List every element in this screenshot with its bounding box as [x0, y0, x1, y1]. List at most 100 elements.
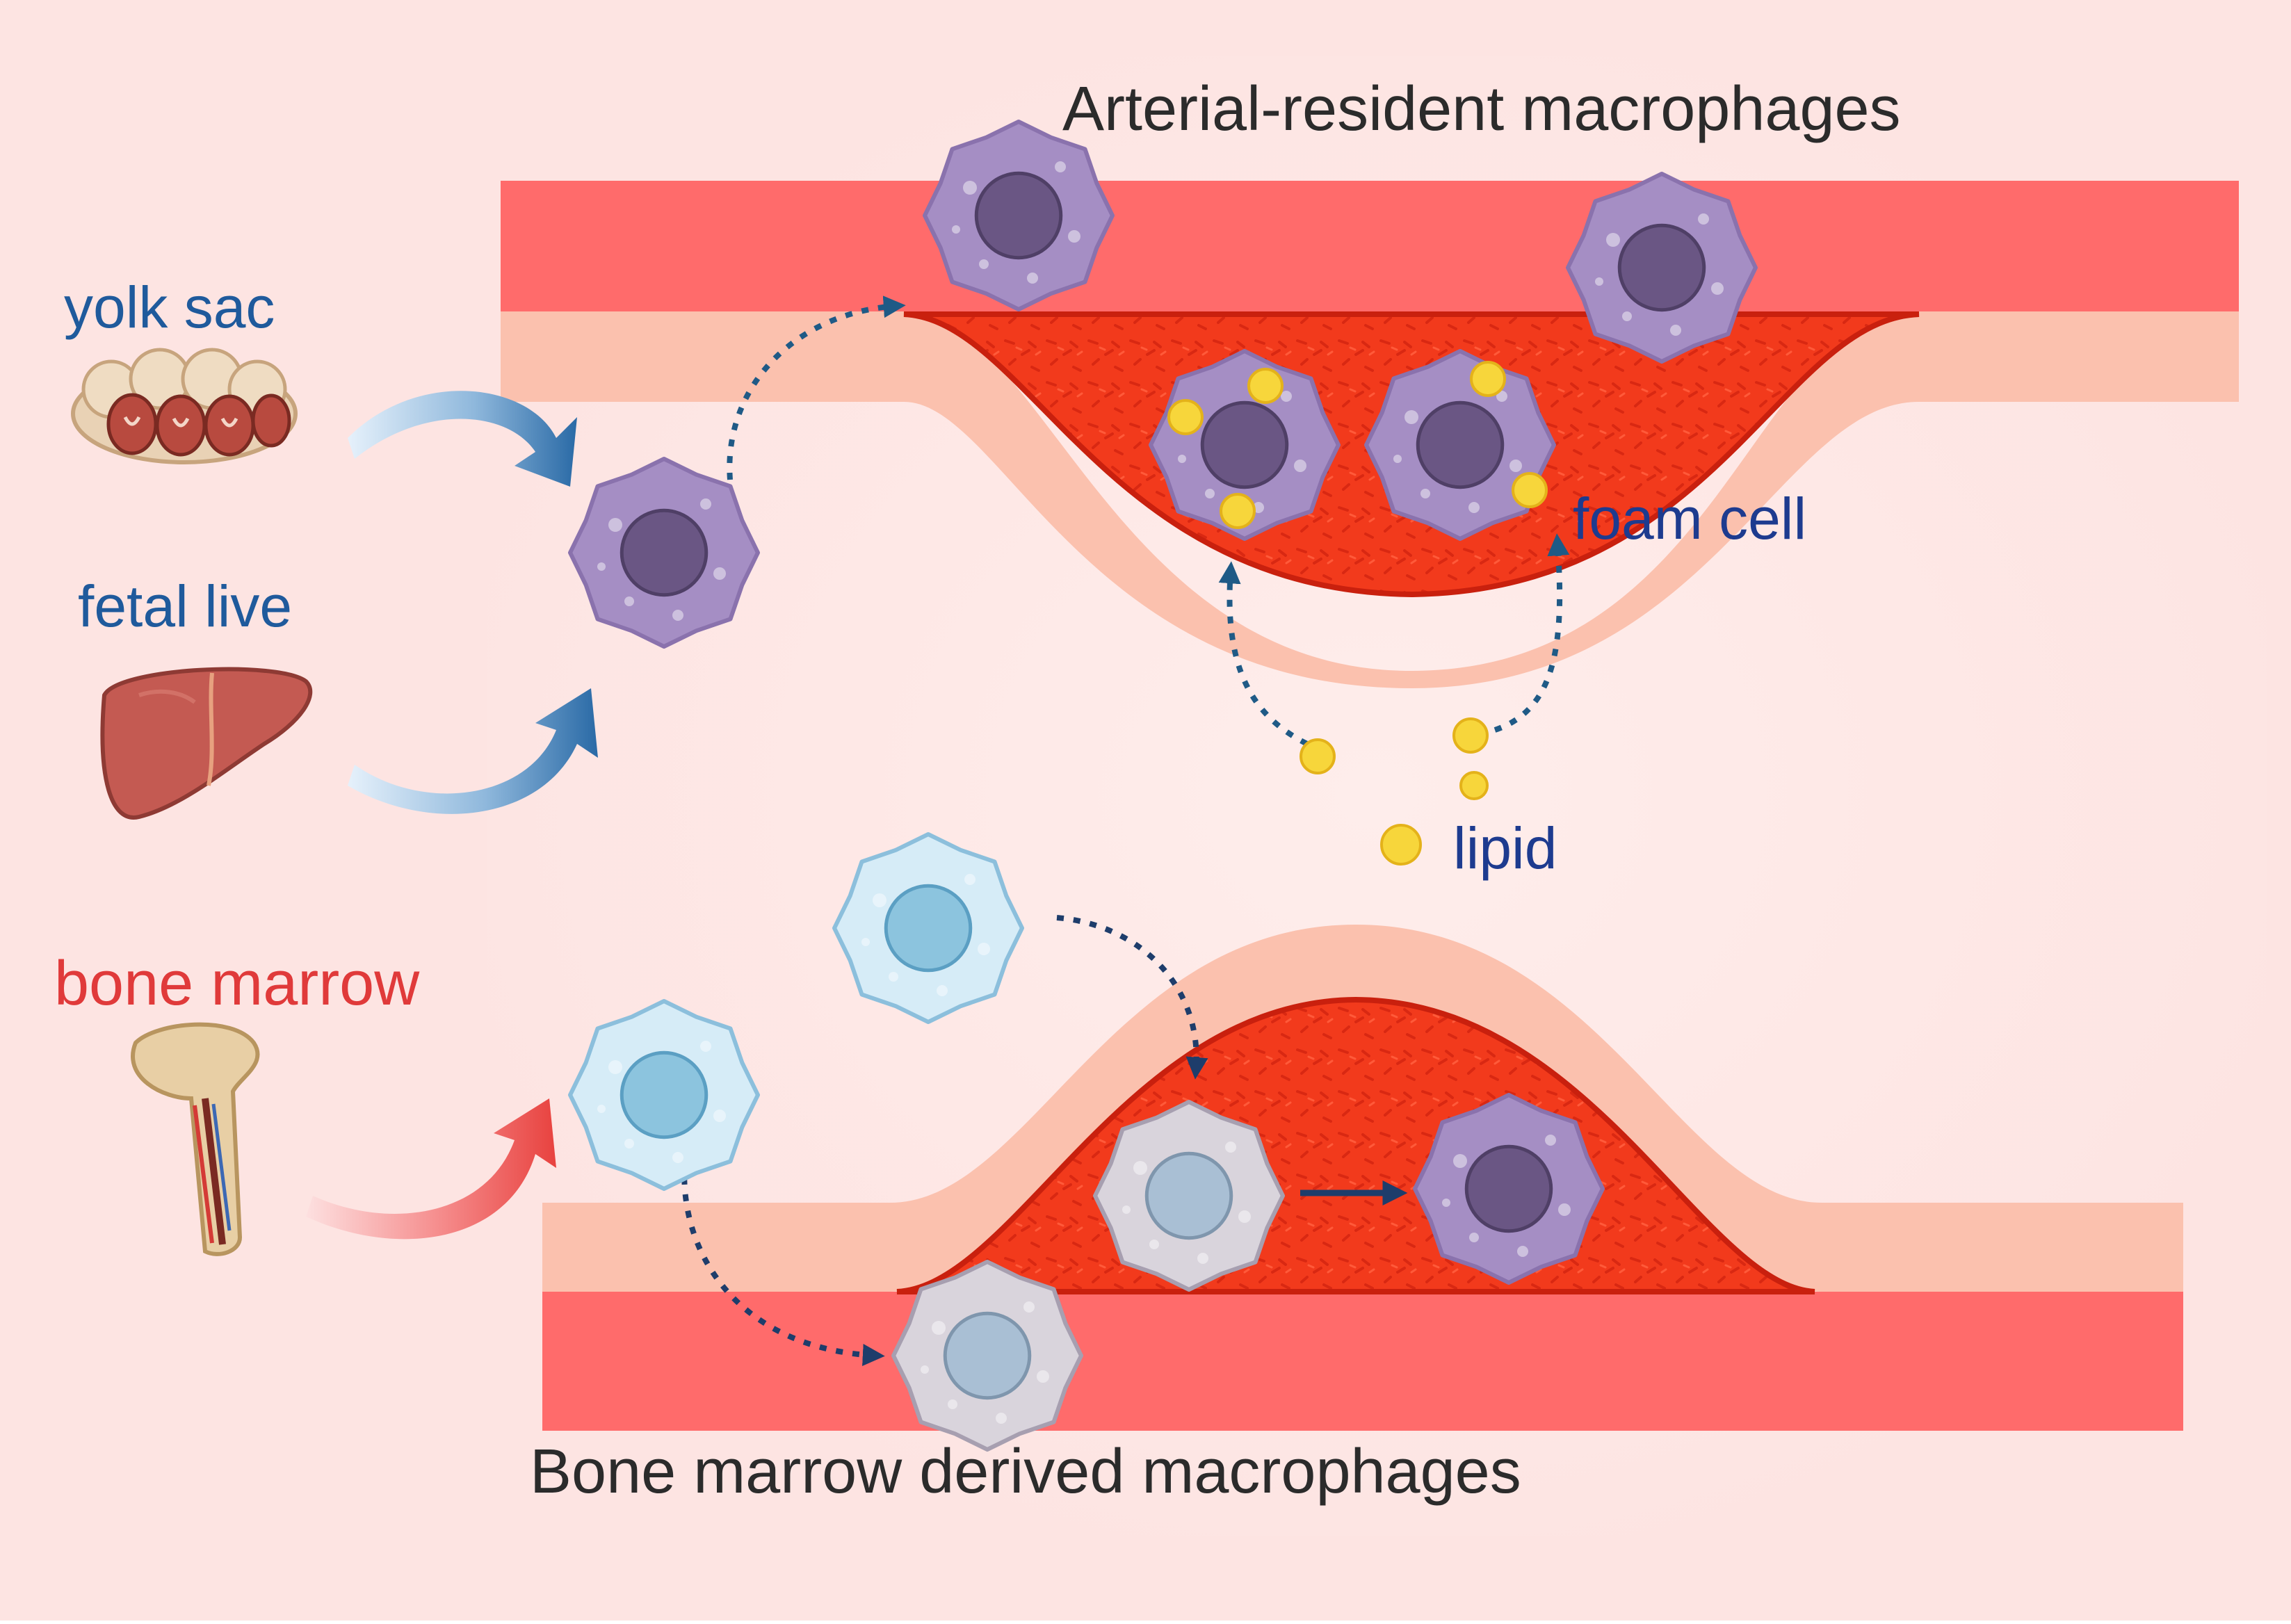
- yolk-sac-arrow-icon: [348, 391, 577, 487]
- transitioning-macrophage-nucleus: [1144, 1151, 1233, 1240]
- granule: [1622, 311, 1632, 321]
- dotted-arrow-lipid-left: [1218, 561, 1309, 747]
- granule: [597, 562, 606, 571]
- granule: [1205, 489, 1215, 498]
- granule: [1178, 455, 1186, 463]
- lipid-droplet: [1220, 493, 1256, 529]
- granule: [1442, 1199, 1450, 1207]
- liver-icon: [100, 667, 313, 820]
- granule: [1595, 277, 1603, 286]
- granule: [597, 1105, 606, 1113]
- granule: [713, 1110, 726, 1122]
- fetal-liver-label: fetal live: [78, 574, 293, 639]
- granule: [1453, 1154, 1467, 1168]
- bone-icon: [131, 1022, 260, 1256]
- granule: [1469, 1233, 1479, 1242]
- resident-macrophage: [923, 120, 1115, 311]
- foam-cell-label: foam cell: [1573, 486, 1807, 551]
- resident-macrophage-nucleus: [1617, 223, 1706, 312]
- lipid-label: lipid: [1453, 815, 1557, 881]
- granule: [1253, 502, 1264, 513]
- lipid-droplet: [1380, 824, 1422, 866]
- granule: [889, 972, 898, 982]
- lipid-droplet: [1452, 717, 1489, 754]
- granule: [1027, 273, 1038, 284]
- transitioning-macrophage: [891, 1260, 1083, 1452]
- granule: [1055, 161, 1066, 172]
- lipid-droplet: [1470, 361, 1506, 397]
- dotted-arrow-monocyte-to-wall: [681, 1160, 885, 1367]
- granule: [672, 610, 683, 621]
- monocyte: [832, 832, 1024, 1024]
- yolk-sac-label: yolk sac: [64, 275, 275, 340]
- foam-cell: [1364, 349, 1556, 541]
- granule: [1420, 489, 1430, 498]
- foam-cell: [1149, 349, 1341, 541]
- granule: [1122, 1205, 1131, 1214]
- granule: [1238, 1210, 1251, 1223]
- plaque-macrophage-nucleus: [1464, 1144, 1553, 1233]
- granule: [932, 1321, 946, 1335]
- granule: [996, 1413, 1007, 1424]
- granule: [700, 1041, 711, 1052]
- resident-macrophage: [1566, 172, 1758, 364]
- foam-cell-nucleus: [1200, 400, 1289, 489]
- granule: [948, 1399, 957, 1409]
- resident-macrophage-nucleus: [974, 171, 1063, 260]
- yolk-sac-derived-macrophage-nucleus: [620, 508, 709, 597]
- bottom-vessel-wall: [542, 1292, 2183, 1431]
- granule: [937, 985, 948, 996]
- yolk-sac-derived-macrophage: [568, 457, 760, 649]
- granule: [1393, 455, 1402, 463]
- granule: [978, 943, 990, 955]
- granule: [624, 1139, 634, 1148]
- arterial-resident-title: Arterial-resident macrophages: [1062, 74, 1901, 144]
- granule: [608, 518, 622, 532]
- granule: [1558, 1203, 1571, 1216]
- top-intima: [501, 311, 2239, 688]
- yolk-sac-icon: [71, 348, 298, 464]
- free-lipid-droplets: [1300, 717, 1489, 866]
- bottom-intima: [542, 925, 2183, 1292]
- lipid-droplet: [1459, 771, 1489, 800]
- granule: [1496, 391, 1507, 402]
- foam-cell-nucleus: [1416, 400, 1505, 489]
- granule: [1698, 213, 1709, 225]
- granule: [1711, 282, 1724, 295]
- granule: [873, 893, 887, 907]
- granule: [1149, 1240, 1159, 1249]
- granule: [713, 567, 726, 580]
- granule: [700, 498, 711, 510]
- granule: [1037, 1370, 1049, 1383]
- bone-marrow-derived-title: Bone marrow derived macrophages: [530, 1437, 1521, 1507]
- granule: [1294, 460, 1306, 472]
- cells: [568, 120, 1758, 1452]
- granule: [608, 1060, 622, 1074]
- granule: [1068, 230, 1080, 243]
- transitioning-macrophage-nucleus: [943, 1311, 1032, 1400]
- granule: [861, 938, 870, 946]
- granule: [1281, 391, 1292, 402]
- top-vessel-wall: [501, 181, 2239, 320]
- granule: [1509, 460, 1522, 472]
- granule: [1670, 325, 1681, 336]
- granule: [1545, 1135, 1556, 1146]
- lipid-droplet: [1512, 472, 1548, 508]
- granule: [1404, 410, 1418, 424]
- lipid-droplet: [1247, 368, 1284, 404]
- granule: [1606, 233, 1620, 247]
- granule: [952, 225, 960, 234]
- granule: [963, 181, 977, 195]
- fetal-liver-arrow-icon: [348, 688, 598, 814]
- granule: [979, 259, 989, 269]
- granule: [1023, 1301, 1035, 1313]
- transitioning-macrophage: [1093, 1100, 1285, 1292]
- granule: [1468, 502, 1480, 513]
- plaque-macrophage: [1413, 1093, 1605, 1285]
- bone-marrow-arrow-icon: [306, 1098, 556, 1240]
- monocyte-nucleus: [884, 884, 973, 973]
- granule: [624, 596, 634, 606]
- granule: [1225, 1142, 1236, 1153]
